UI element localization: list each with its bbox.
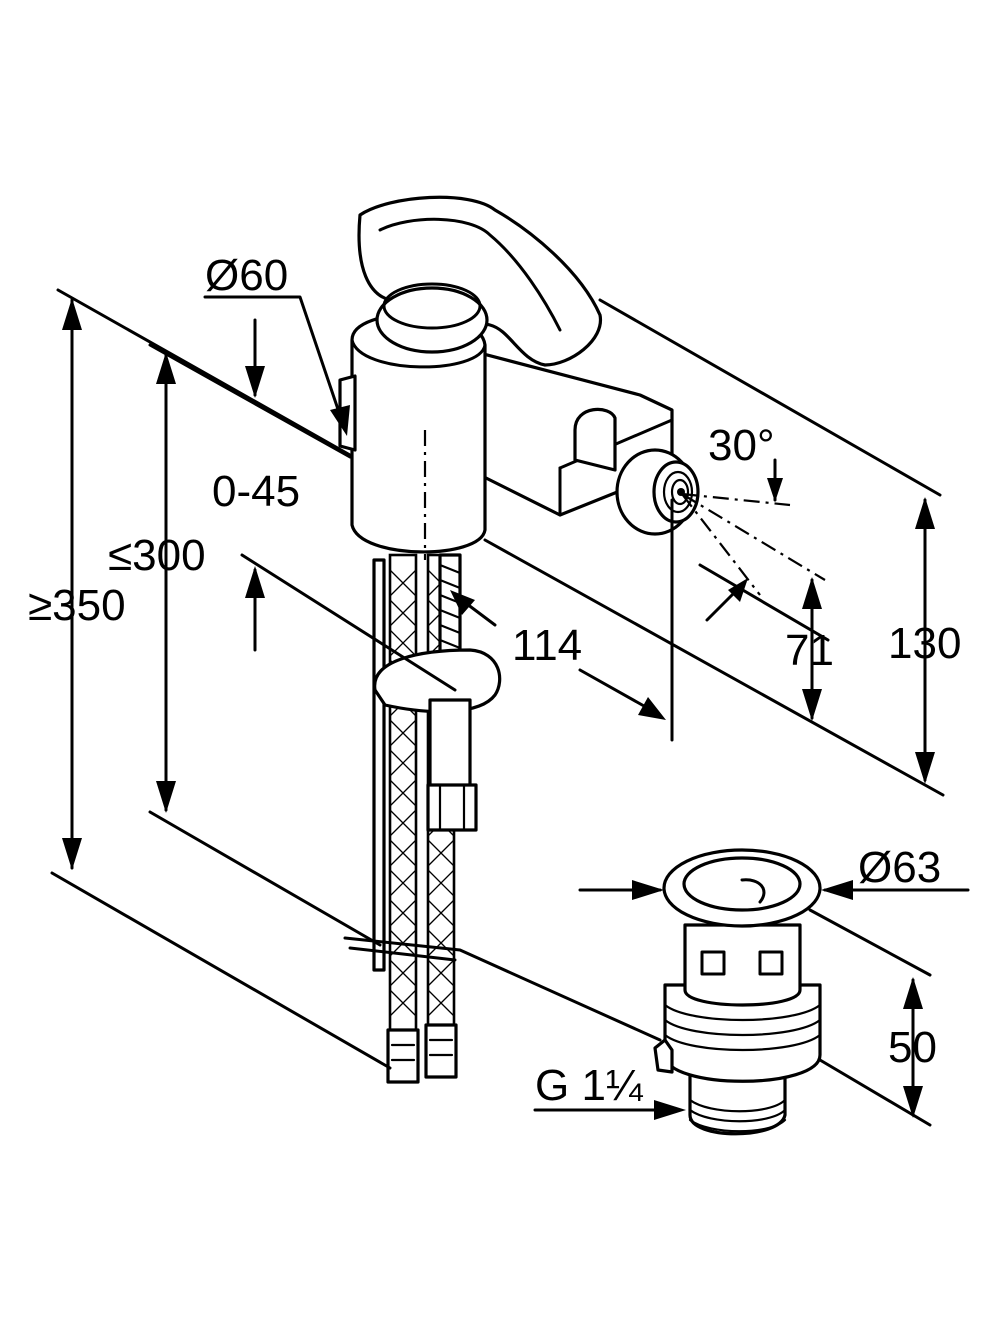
waste-plug xyxy=(682,856,802,912)
spray-lever xyxy=(573,407,617,472)
dimension-lines-waste xyxy=(533,880,970,1127)
mixer-body xyxy=(338,195,700,560)
angle-range-label: 0-45 xyxy=(212,467,300,516)
diameter-60-label: Ø60 xyxy=(205,251,288,300)
diameter-63-label: Ø63 xyxy=(858,843,941,892)
length-114-label: 114 xyxy=(512,621,582,670)
cartridge-cap xyxy=(375,286,489,354)
dimension-lines-left xyxy=(50,288,457,1070)
hose-fitting-right xyxy=(424,1023,458,1079)
hose-fitting-left xyxy=(386,1028,420,1084)
height-50-label: 50 xyxy=(888,1023,937,1072)
dimension-lines-right xyxy=(450,298,945,797)
angle-30-label: 30° xyxy=(708,421,775,470)
fixing-nut xyxy=(426,783,478,832)
waste-cage xyxy=(683,923,802,1007)
height-130-label: 130 xyxy=(888,619,961,668)
min-350-label: ≥350 xyxy=(28,581,126,630)
pop-up-waste xyxy=(653,848,822,1136)
max-300-label: ≤300 xyxy=(108,531,206,580)
pop-up-linkage xyxy=(343,936,662,1042)
flexible-hoses xyxy=(343,553,662,1084)
height-71-label: 71 xyxy=(785,626,834,675)
overflow-connector xyxy=(653,1038,674,1074)
mounting-stud xyxy=(373,553,502,832)
thread-size-label: G 1¼ xyxy=(535,1061,644,1110)
nut-sleeve xyxy=(428,698,472,792)
pull-rod xyxy=(372,558,386,972)
